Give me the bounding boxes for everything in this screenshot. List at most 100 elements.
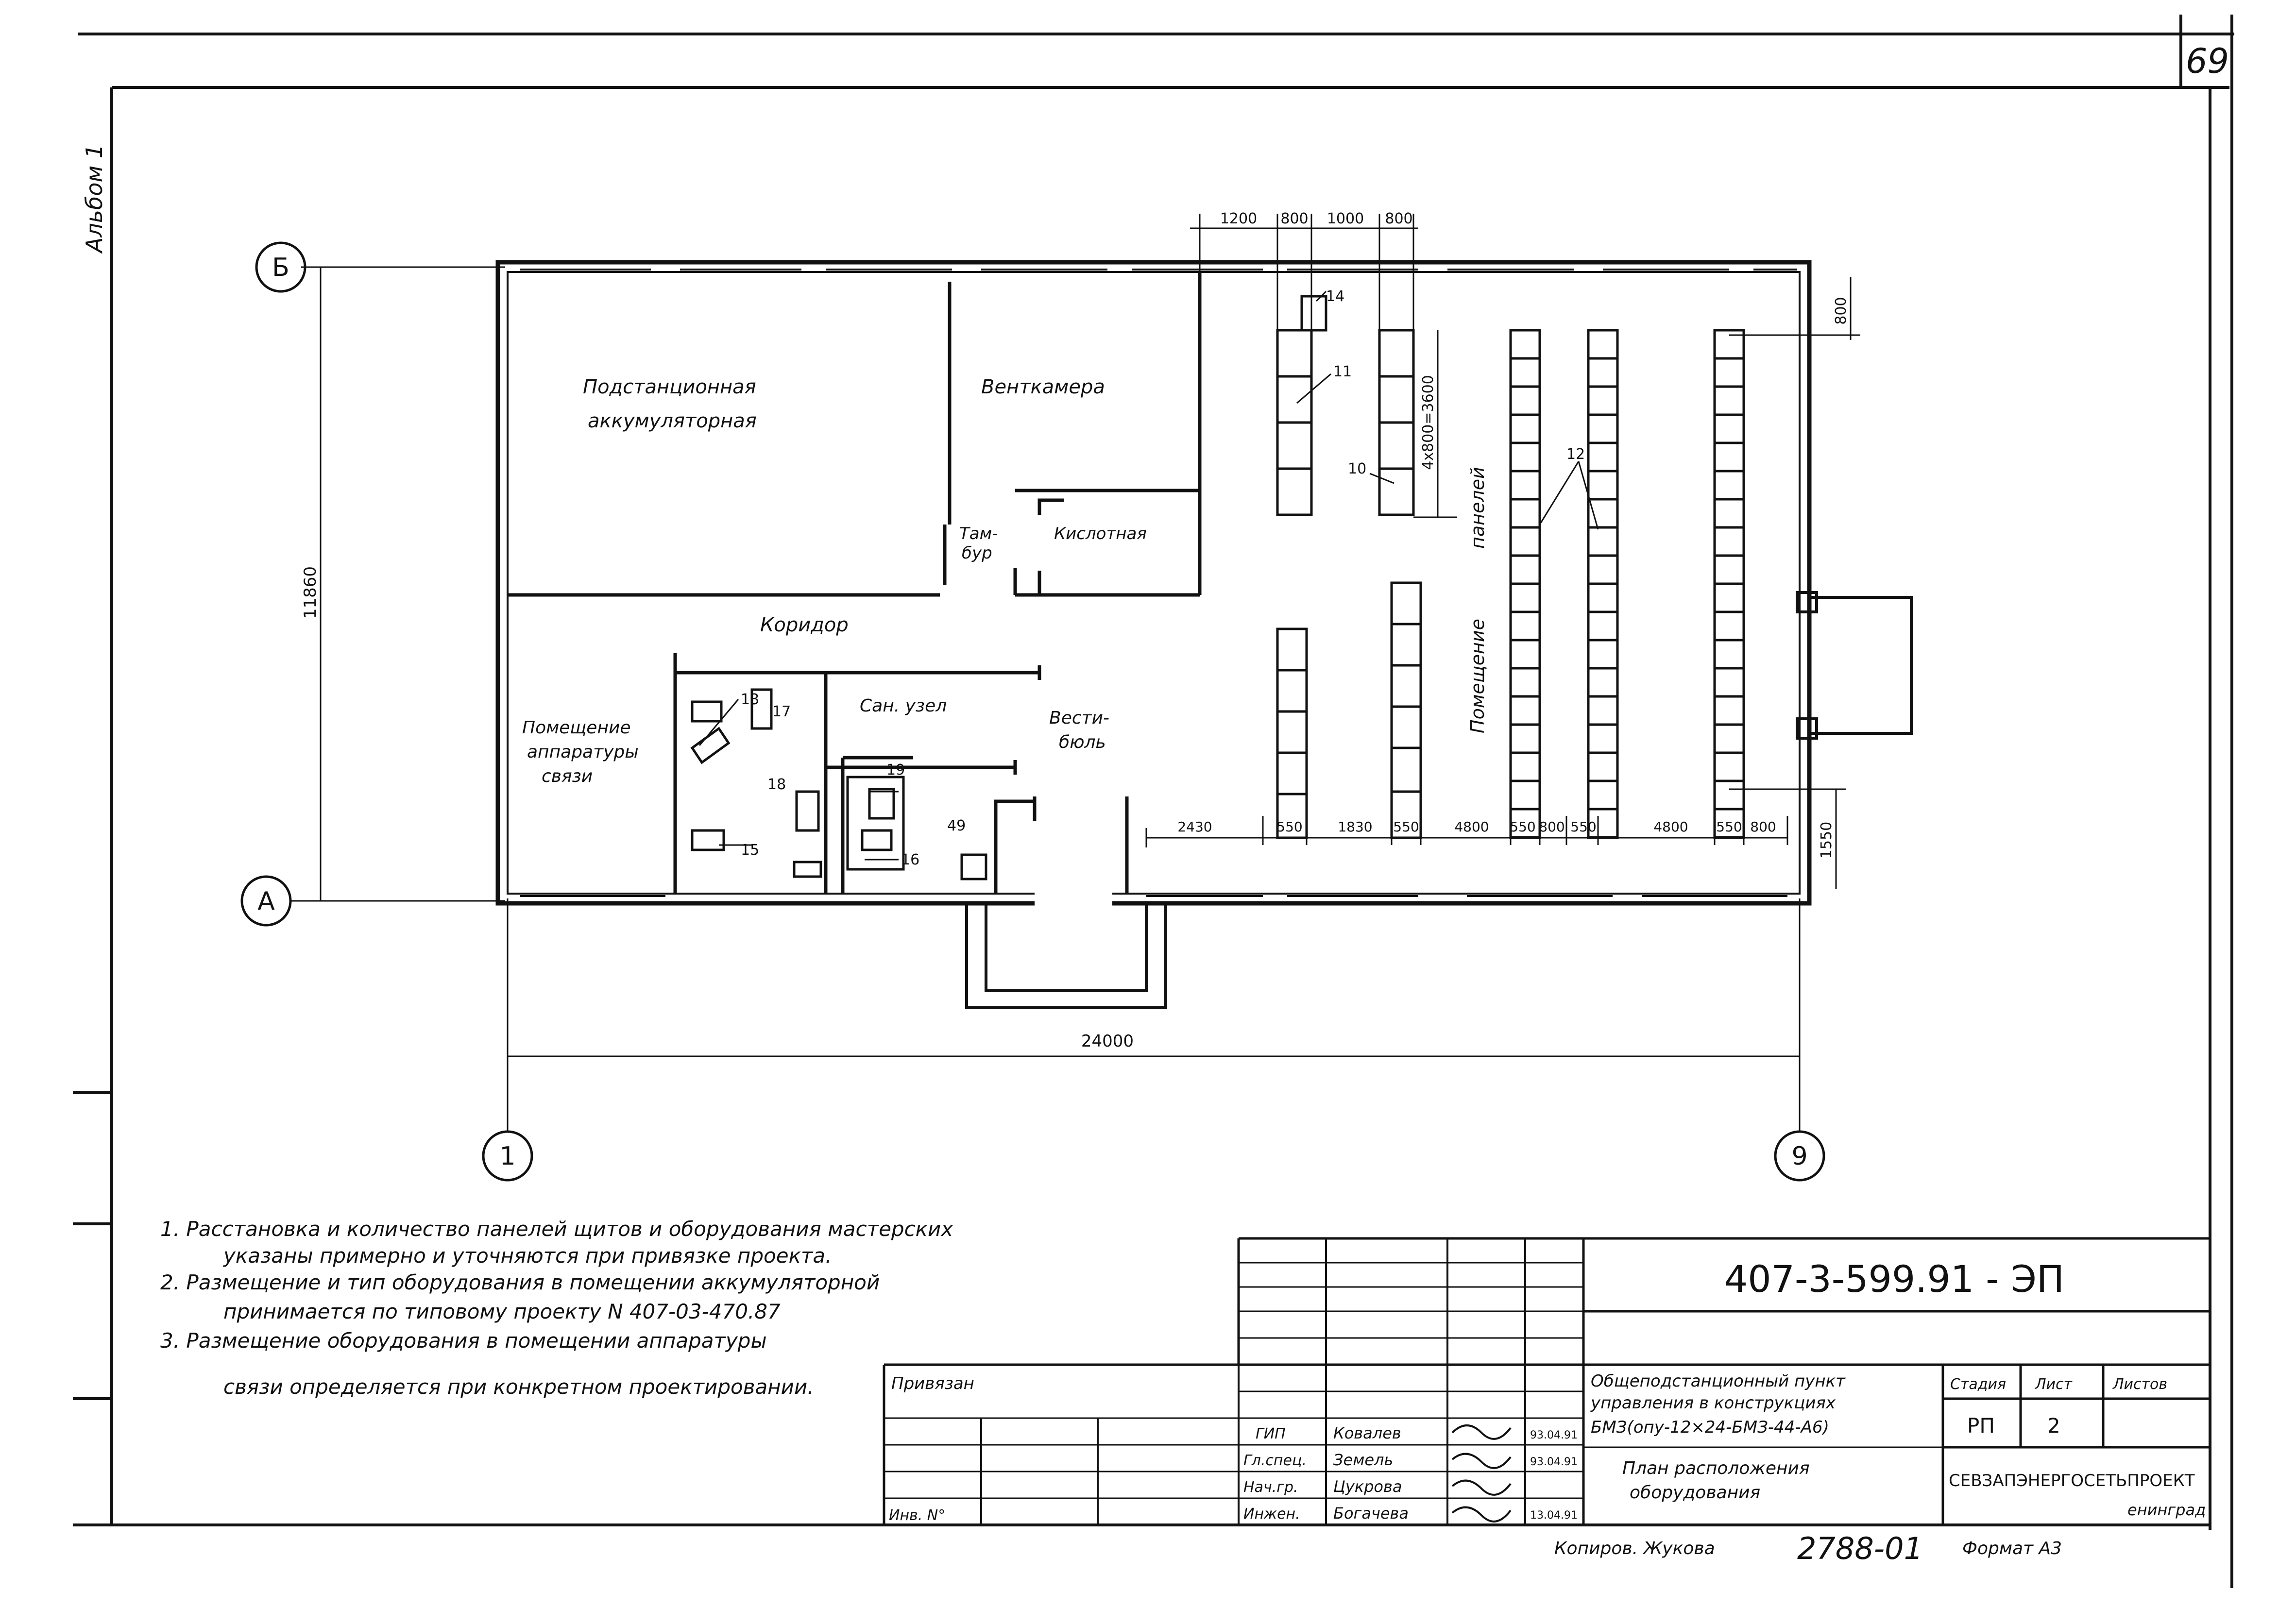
project-title-line3: БМЗ(опу-12×24-БМЗ-44-А6)	[1591, 1418, 1829, 1437]
wc-equipment	[846, 776, 987, 880]
signatures	[1451, 1424, 1512, 1523]
sheet-title-line2: оборудования	[1630, 1483, 1760, 1503]
room-comms-line3: связи	[542, 766, 593, 786]
room-panels-line2: панелей	[1467, 467, 1488, 549]
note-3b: связи определяется при конкретном проект…	[223, 1375, 814, 1399]
note-2a: 2. Размещение и тип оборудования в помещ…	[160, 1270, 880, 1294]
mark-10: 10	[1348, 460, 1366, 477]
wall-windows	[520, 269, 1797, 897]
entrance-porch	[965, 903, 1167, 1009]
mark-49: 49	[947, 817, 966, 834]
title-block	[883, 1237, 2210, 1525]
interior-walls	[508, 272, 1202, 894]
dim-panel-row: 4x800=3600	[1420, 375, 1437, 470]
dim-bottom-10: 550	[1716, 819, 1742, 835]
room-battery-line2: аккумуляторная	[588, 410, 757, 432]
dim-bottom-4: 550	[1393, 819, 1419, 835]
dim-top-3: 1000	[1327, 210, 1364, 227]
sheet-value: 2	[2047, 1414, 2060, 1438]
dim-bottom-1: 2430	[1177, 819, 1212, 835]
sheet-label: Лист	[2035, 1376, 2073, 1393]
dim-total-width: 24000	[1081, 1032, 1134, 1051]
sheet-title-line1: План расположения	[1622, 1458, 1810, 1478]
page-number: 69	[2186, 41, 2229, 81]
axis-label-a: А	[257, 887, 275, 916]
room-ventchamber: Венткамера	[981, 376, 1105, 398]
stage-value: РП	[1967, 1414, 1995, 1438]
dim-right-top: 800	[1833, 297, 1850, 324]
panel-row-lower-a	[1276, 627, 1308, 839]
copied-by: Копиров. Жукова	[1554, 1539, 1715, 1558]
axis-label-9: 9	[1791, 1142, 1807, 1171]
room-vestibule-line2: бюль	[1059, 732, 1106, 752]
format-label: Формат А3	[1962, 1539, 2062, 1558]
order-number: 2788-01	[1797, 1531, 1923, 1566]
panel-row-10	[1378, 329, 1415, 516]
mark-16: 16	[901, 851, 919, 868]
name-group: Цукрова	[1333, 1477, 1402, 1496]
project-title-line1: Общеподстанционный пункт	[1591, 1371, 1846, 1391]
axis-label-1: 1	[499, 1142, 515, 1171]
dim-total-depth: 11860	[301, 566, 320, 619]
comms-equipment	[690, 688, 822, 878]
room-comms-line2: аппаратуры	[527, 742, 639, 762]
project-title-line2: управления в конструкциях	[1590, 1393, 1836, 1413]
panel-row-11	[1276, 295, 1327, 516]
note-3a: 3. Размещение оборудования в помещении а…	[160, 1329, 767, 1353]
sheet-frame	[73, 15, 2234, 1588]
mark-19: 19	[886, 762, 905, 779]
room-corridor: Коридор	[760, 614, 849, 636]
date-chief: 93.04.91	[1530, 1456, 1578, 1468]
building-outline	[495, 260, 1812, 906]
name-gip: Ковалев	[1333, 1424, 1401, 1442]
mark-15: 15	[741, 842, 759, 859]
sheets-label: Листов	[2112, 1376, 2167, 1393]
dim-bottom-3: 1830	[1338, 819, 1372, 835]
inv-label: Инв. N°	[889, 1507, 945, 1524]
dimension-lines	[301, 214, 1860, 1132]
note-1a: 1. Расстановка и количество панелей щито…	[160, 1217, 953, 1241]
dim-top-1: 1200	[1220, 210, 1257, 227]
dim-bottom-7: 800	[1539, 819, 1565, 835]
album-label: Альбом 1	[81, 144, 107, 254]
date-gip: 93.04.91	[1530, 1429, 1578, 1441]
leader-lines	[698, 290, 1599, 861]
mark-12: 12	[1566, 446, 1585, 463]
mark-14: 14	[1326, 288, 1344, 305]
dim-bottom-11: 800	[1750, 819, 1776, 835]
name-chief: Земель	[1333, 1451, 1393, 1469]
room-vestibule-line1: Вести-	[1049, 708, 1109, 728]
organization-line1: СЕВЗАПЭНЕРГОСЕТЬПРОЕКТ	[1949, 1471, 2195, 1490]
role-chief: Гл.спец.	[1243, 1452, 1307, 1469]
dimension-ticks	[1262, 816, 1788, 845]
room-tambour-line1: Там-	[959, 524, 998, 543]
mark-18: 18	[767, 776, 786, 793]
room-tambour-line2: бур	[962, 543, 992, 563]
role-gip: ГИП	[1256, 1425, 1286, 1442]
dim-bottom-5: 4800	[1454, 819, 1489, 835]
room-panels-line1: Помещение	[1467, 619, 1488, 733]
dim-bottom-2: 550	[1276, 819, 1302, 835]
title-block-rows	[884, 1262, 1583, 1499]
dim-right-bottom: 1550	[1818, 822, 1835, 859]
dim-bottom-9: 4800	[1653, 819, 1688, 835]
dim-bottom-6: 550	[1510, 819, 1535, 835]
dim-bottom-8: 550	[1570, 819, 1596, 835]
mark-17: 17	[772, 703, 791, 720]
right-projection	[1796, 591, 1913, 740]
room-acid: Кислотная	[1054, 524, 1147, 543]
room-battery-line1: Подстанционная	[583, 376, 756, 398]
panel-rows-12	[1509, 329, 1745, 839]
dim-top-2: 800	[1280, 210, 1308, 227]
date-engineer: 13.04.91	[1530, 1509, 1578, 1522]
grid-axes	[240, 241, 1825, 1182]
note-1b: указаны примерно и уточняются при привяз…	[222, 1244, 832, 1268]
mark-13: 13	[741, 691, 759, 708]
bound-label: Привязан	[891, 1374, 974, 1393]
dim-top-4: 800	[1385, 210, 1412, 227]
room-wc: Сан. узел	[860, 696, 947, 716]
room-comms-line1: Помещение	[522, 718, 631, 738]
note-2b: принимается по типовому проекту N 407-03…	[223, 1300, 781, 1323]
